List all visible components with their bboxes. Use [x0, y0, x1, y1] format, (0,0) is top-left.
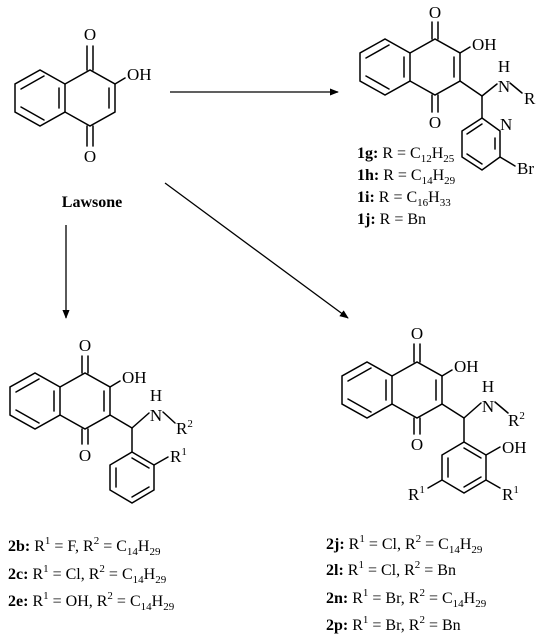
product-2-left-entries: 2b: R1 = F, R2 = C14H29 2c: R1 = Cl, R2 …	[8, 535, 175, 613]
p2l-r1-bond	[153, 456, 169, 466]
p2r-r1-left-bond	[427, 479, 443, 489]
p2r-r1-right-bond	[485, 479, 501, 489]
p2r-ch-bond	[441, 403, 465, 419]
p1-br: Br	[517, 159, 534, 178]
p2r-nh-n: N	[482, 397, 494, 416]
p2l-o-top: O	[79, 336, 91, 355]
product-1-structure: O OH O H N R N Br	[359, 3, 536, 178]
entry-1h: 1h: R = C14H29	[357, 167, 456, 187]
p1-ch-bond	[459, 80, 483, 97]
p2r-o-top: O	[411, 324, 423, 343]
lawsone-oh: OH	[127, 65, 152, 84]
p2r-ring-oh-bond	[485, 446, 501, 456]
entry-1g: 1g: R = C12H25	[357, 145, 455, 165]
p2l-oh-bond	[109, 380, 121, 388]
p2r-carbonyl-bottom	[413, 417, 421, 435]
p2l-carbonyl-top	[81, 355, 89, 374]
p1-pyridine-double-bonds	[466, 123, 496, 165]
lawsone-name: Lawsone	[62, 194, 122, 211]
entry-2b: 2b: R1 = F, R2 = C14H29	[8, 535, 161, 558]
p2l-oh: OH	[122, 368, 147, 387]
p1-oh-bond	[459, 46, 471, 54]
arrow-to-product-2-right	[164, 182, 349, 319]
p1-o-top: O	[429, 3, 441, 22]
lawsone-benzo-double-bonds	[20, 75, 60, 121]
entry-2l: 2l: R1 = Cl, R2 = Bn	[326, 559, 456, 579]
p2r-r2: R2	[508, 410, 525, 430]
p1-nh-h: H	[498, 57, 510, 76]
p2l-o-bottom: O	[79, 446, 91, 465]
p2r-nh-bond	[463, 402, 482, 419]
entry-2e: 2e: R1 = OH, R2 = C14H29	[8, 590, 175, 613]
p1-quinone-ring	[409, 38, 461, 96]
p2l-nh-n: N	[150, 406, 162, 425]
p1-carbonyl-top	[431, 21, 439, 40]
p1-br-bond	[499, 156, 516, 167]
p2l-ch-bond	[109, 414, 133, 429]
p2l-r1: R1	[170, 446, 187, 466]
entry-1j: 1j: R = Bn	[357, 211, 426, 228]
p2l-r2-bond	[162, 411, 176, 424]
p2r-ring-oh: OH	[502, 438, 527, 457]
lawsone-o-top: O	[84, 25, 96, 44]
p1-pyridine-ring	[461, 117, 501, 171]
p1-benzo-double-bonds	[365, 44, 405, 90]
entry-2n: 2n: R1 = Br, R2 = C14H29	[326, 587, 487, 610]
product-2-right-entries: 2j: R1 = Cl, R2 = C14H29 2l: R1 = Cl, R2…	[326, 533, 487, 634]
entry-2c: 2c: R1 = Cl, R2 = C14H29	[8, 563, 167, 586]
lawsone-structure: O OH O	[14, 25, 152, 166]
p2l-aryl-double-bonds	[115, 457, 150, 498]
p1-oh: OH	[472, 35, 497, 54]
p1-r: R	[524, 89, 536, 108]
p1-carbonyl-bottom	[431, 94, 439, 113]
p2r-o-bottom: O	[411, 435, 423, 454]
lawsone-o-bottom: O	[84, 147, 96, 166]
entry-2j: 2j: R1 = Cl, R2 = C14H29	[326, 533, 483, 556]
p2l-benzo-double-bonds	[15, 378, 55, 424]
p1-nh-bond	[481, 83, 498, 97]
p1-pyridine-n: N	[500, 115, 512, 134]
p2l-nh-bond	[131, 412, 150, 429]
lawsone-quinone-ring	[64, 69, 116, 127]
p2r-r1-left: R1	[408, 484, 425, 504]
p2r-r2-bond	[494, 401, 509, 414]
entry-1i: 1i: R = C16H33	[357, 189, 451, 209]
lawsone-oh-bond	[114, 77, 126, 85]
p1-o-bottom: O	[429, 113, 441, 132]
p2r-nh-h: H	[482, 377, 494, 396]
entry-2p: 2p: R1 = Br, R2 = Bn	[326, 614, 461, 634]
p2r-r1-right: R1	[502, 484, 519, 504]
p2r-aryl-double-bonds	[447, 447, 482, 488]
p2r-oh: OH	[454, 357, 479, 376]
p2l-quinone-ring	[59, 372, 111, 430]
p2r-oh-bond	[441, 369, 453, 377]
p2l-carbonyl-bottom	[81, 428, 89, 445]
p2r-quinone-ring	[391, 361, 443, 419]
p1-r-bond	[509, 82, 523, 94]
lawsone-carbonyl-bottom	[86, 125, 94, 147]
product-2-left-structure: O OH O H N R2 R1	[9, 336, 193, 504]
p2r-carbonyl-top	[413, 343, 421, 363]
p2l-nh-h: H	[150, 386, 162, 405]
p2l-r2: R2	[176, 418, 193, 438]
product-1-entries: 1g: R = C12H25 1h: R = C14H29 1i: R = C1…	[357, 145, 456, 228]
p2r-benzo-double-bonds	[347, 367, 387, 413]
product-2-right-structure: O OH O H N R2 OH R1 R1	[341, 324, 527, 504]
lawsone-carbonyl-top	[86, 45, 94, 71]
p1-nh-n: N	[498, 77, 510, 96]
